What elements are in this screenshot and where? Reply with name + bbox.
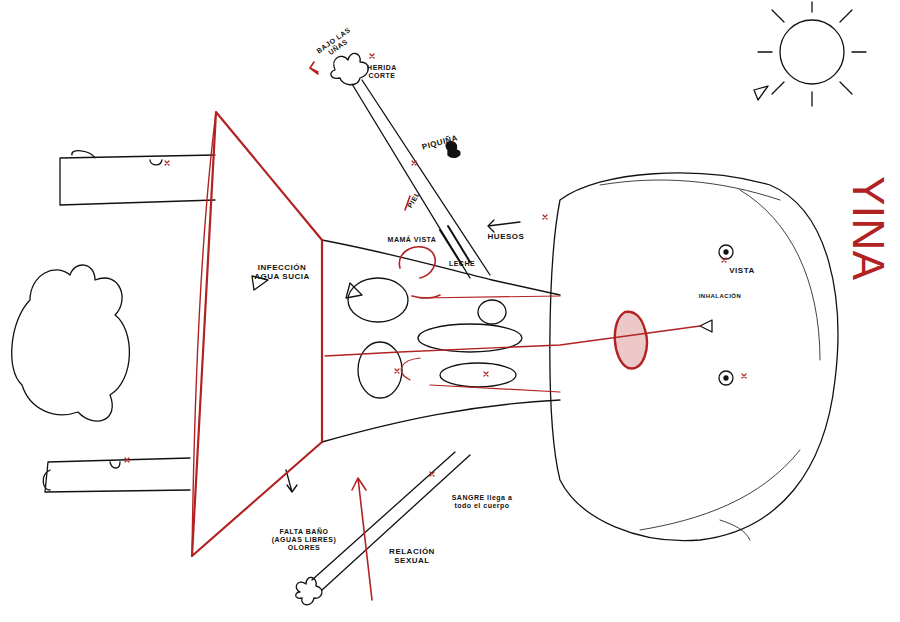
sun-rays — [758, 2, 866, 106]
organ — [358, 342, 402, 398]
annotation: INHALACIÓN — [690, 293, 750, 300]
pathway — [401, 296, 560, 392]
annotation: PIQUIÑA — [415, 131, 466, 153]
triangle-mark — [346, 283, 362, 298]
ear — [720, 520, 750, 540]
arm — [312, 452, 470, 590]
annotation: HUESOS — [481, 232, 531, 241]
pathway — [325, 326, 700, 356]
annotation: BAJO LAS UÑAS — [307, 20, 365, 68]
annotation: MAMÁ VISTA — [387, 236, 437, 244]
organ — [348, 278, 408, 322]
annotation: VISTA — [722, 266, 762, 275]
heart — [478, 300, 506, 324]
annotation: RELACIÓN SEXUAL — [382, 547, 442, 565]
dress-fold — [192, 112, 216, 556]
eye — [719, 245, 733, 259]
hand — [331, 53, 368, 84]
annotation: INFECCIÓN AGUA SUCIA — [247, 263, 317, 281]
arm — [352, 80, 490, 278]
hair — [600, 180, 820, 530]
mouth — [615, 312, 647, 369]
doll-outline — [12, 265, 130, 421]
pain-marks — [125, 54, 746, 476]
curved-arrow — [412, 295, 440, 298]
torso-outline — [322, 400, 560, 442]
sun — [780, 20, 844, 84]
annotation: PIEL — [403, 185, 425, 215]
head — [550, 173, 838, 541]
arrow — [310, 62, 410, 210]
triangle-mark — [754, 86, 768, 100]
arrow — [488, 220, 520, 232]
annotation: FALTA BAÑO (AGUAS LIBRES) OLORES — [265, 528, 343, 552]
annotation: LECHE — [442, 260, 482, 268]
leg — [43, 458, 190, 492]
dress — [192, 112, 322, 556]
leg — [60, 151, 215, 205]
torso-outline — [322, 240, 560, 295]
curved-arrow — [399, 247, 435, 278]
participant-name: YINA — [843, 168, 894, 288]
triangle-mark — [700, 320, 712, 332]
annotation: SANGRE llega a todo el cuerpo — [451, 494, 513, 510]
hand — [296, 577, 322, 604]
eye — [719, 371, 733, 385]
arrow — [352, 478, 372, 600]
annotation: HERIDA CORTE — [362, 64, 402, 80]
organ — [440, 363, 516, 387]
bone — [440, 226, 470, 265]
